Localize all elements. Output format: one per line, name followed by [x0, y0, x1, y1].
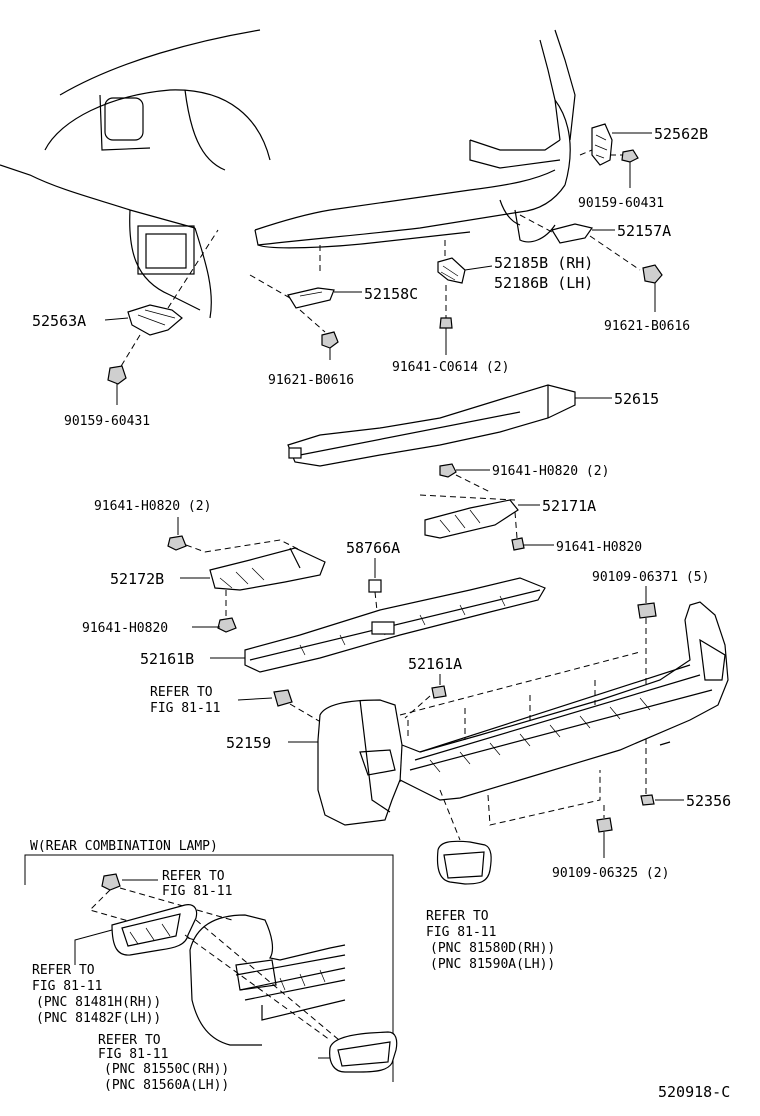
part-52161A-clip[interactable]: 52161A [404, 655, 462, 719]
ref-text: (PNC 81550C(RH)) [104, 1062, 229, 1077]
ref-text: FIG 81-11 [162, 884, 232, 899]
part-91641-C0614[interactable]: 91641-C0614 (2) [392, 285, 509, 375]
part-52356-clip[interactable]: 52356 [640, 792, 731, 810]
inset-title: W(REAR COMBINATION LAMP) [30, 839, 218, 854]
label-91621-B0616-left: 91621-B0616 [268, 373, 354, 388]
part-91621-B0616-right[interactable]: 91621-B0616 [604, 264, 690, 334]
part-91641-H0820-2-right[interactable]: 91641-H0820 (2) [439, 463, 609, 493]
ref-text: FIG 81-11 [98, 1047, 168, 1062]
ref-text: (PNC 81481H(RH)) [36, 995, 161, 1010]
label-52356: 52356 [686, 792, 731, 810]
part-90159-60431-left[interactable]: 90159-60431 [64, 365, 150, 429]
label-52161B: 52161B [140, 650, 194, 668]
ref-text: (PNC 81590A(LH)) [430, 957, 555, 972]
refer-bumper-cap: REFER TO FIG 81-11 [150, 685, 373, 753]
label-91641-H0820-left: 91641-H0820 [82, 621, 168, 636]
fuel-door-icon [104, 97, 144, 141]
ref-text: REFER TO [98, 1033, 161, 1048]
part-52159-bumper-cover[interactable]: 52159 [226, 601, 729, 826]
part-52562B-bracket[interactable]: 52562B [579, 123, 708, 166]
part-90109-06325[interactable]: 90109-06325 (2) [487, 770, 669, 881]
part-52157A-bracket[interactable]: 52157A [519, 214, 671, 271]
part-52158C-bracket[interactable]: 52158C [249, 274, 418, 333]
inset-combination-lamp-lower[interactable] [329, 1031, 398, 1073]
part-52185B-52186B-retainer[interactable]: 52185B (RH) 52186B (LH) [437, 254, 593, 292]
label-52563A: 52563A [32, 312, 86, 330]
ref-text: REFER TO [426, 909, 489, 924]
label-90159-60431-top: 90159-60431 [578, 196, 664, 211]
inset-bumper-corner [189, 914, 346, 1046]
label-90109-06325: 90109-06325 (2) [552, 866, 669, 881]
inset-rear-combination-lamp: W(REAR COMBINATION LAMP) REFER TO FIG 81… [24, 839, 398, 1093]
ref-text: FIG 81-11 [32, 979, 102, 994]
label-52172B: 52172B [110, 570, 164, 588]
part-52563A-bracket[interactable]: 52563A [32, 229, 219, 369]
part-52615-absorber[interactable]: 52615 [287, 384, 659, 467]
vehicle-body-outline [0, 29, 576, 319]
label-52185B: 52185B (RH) [494, 254, 593, 272]
label-91641-C0614: 91641-C0614 (2) [392, 360, 509, 375]
ref-text: REFER TO [150, 685, 213, 700]
part-91641-H0820-2-left[interactable]: 91641-H0820 (2) [94, 499, 211, 553]
part-91641-H0820-right[interactable]: 91641-H0820 [511, 511, 642, 555]
ref-text: FIG 81-11 [150, 701, 220, 716]
bumper-reflector-lamp[interactable]: REFER TO FIG 81-11 (PNC 81580D(RH)) (PNC… [426, 789, 555, 972]
label-91641-H0820-2-right: 91641-H0820 (2) [492, 464, 609, 479]
label-58766A: 58766A [346, 539, 400, 557]
label-52171A: 52171A [542, 497, 596, 515]
ref-text: (PNC 81560A(LH)) [104, 1078, 229, 1093]
label-52157A: 52157A [617, 222, 671, 240]
part-90159-60431-top[interactable]: 90159-60431 [578, 149, 664, 211]
label-91641-H0820-right: 91641-H0820 [556, 540, 642, 555]
part-52172B-bracket[interactable]: 52172B [110, 539, 326, 591]
inset-combination-lamp-upper[interactable] [111, 904, 198, 956]
ref-text: (PNC 81580D(RH)) [430, 941, 555, 956]
label-52159: 52159 [226, 734, 271, 752]
label-52562B: 52562B [654, 125, 708, 143]
part-91621-B0616-left[interactable]: 91621-B0616 [268, 331, 354, 388]
label-91641-H0820-2-left: 91641-H0820 (2) [94, 499, 211, 514]
part-52171A-bracket[interactable]: 52171A [419, 494, 596, 539]
label-52158C: 52158C [364, 285, 418, 303]
ref-text: FIG 81-11 [426, 925, 496, 940]
ref-text: REFER TO [32, 963, 95, 978]
label-90159-60431-left: 90159-60431 [64, 414, 150, 429]
part-52161B-step-pad[interactable]: 52161B [140, 577, 546, 673]
body-panel-recess [137, 225, 195, 275]
label-52186B: 52186B (LH) [494, 274, 593, 292]
label-52161A: 52161A [408, 655, 462, 673]
ref-text: REFER TO [162, 869, 225, 884]
inset-cap-nut[interactable] [101, 873, 121, 891]
label-52615: 52615 [614, 390, 659, 408]
diagram-code: 520918-C [658, 1083, 730, 1101]
ref-text: (PNC 81482F(LH)) [36, 1011, 161, 1026]
part-91641-H0820-left[interactable]: 91641-H0820 [82, 590, 237, 636]
label-91621-B0616-right: 91621-B0616 [604, 319, 690, 334]
label-90109-06371: 90109-06371 (5) [592, 570, 709, 585]
